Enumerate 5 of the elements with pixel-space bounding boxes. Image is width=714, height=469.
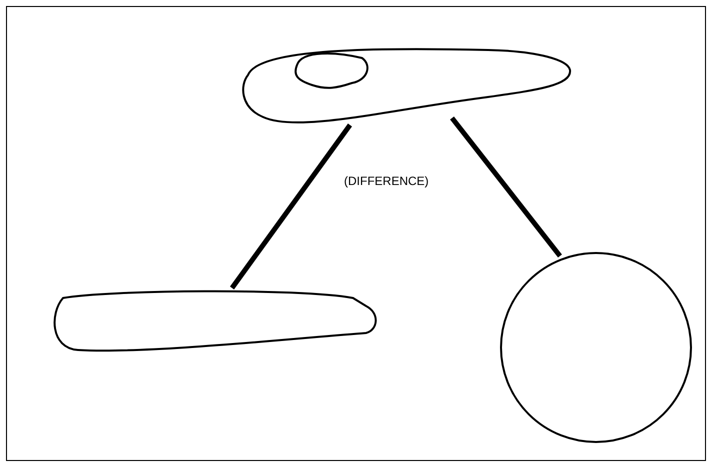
connector-line: [450, 116, 562, 258]
blob-shape: [292, 50, 370, 90]
annotation-text: (DIFFERENCE): [344, 174, 429, 188]
connector-line: [230, 124, 352, 290]
circle-shape: [500, 252, 692, 443]
